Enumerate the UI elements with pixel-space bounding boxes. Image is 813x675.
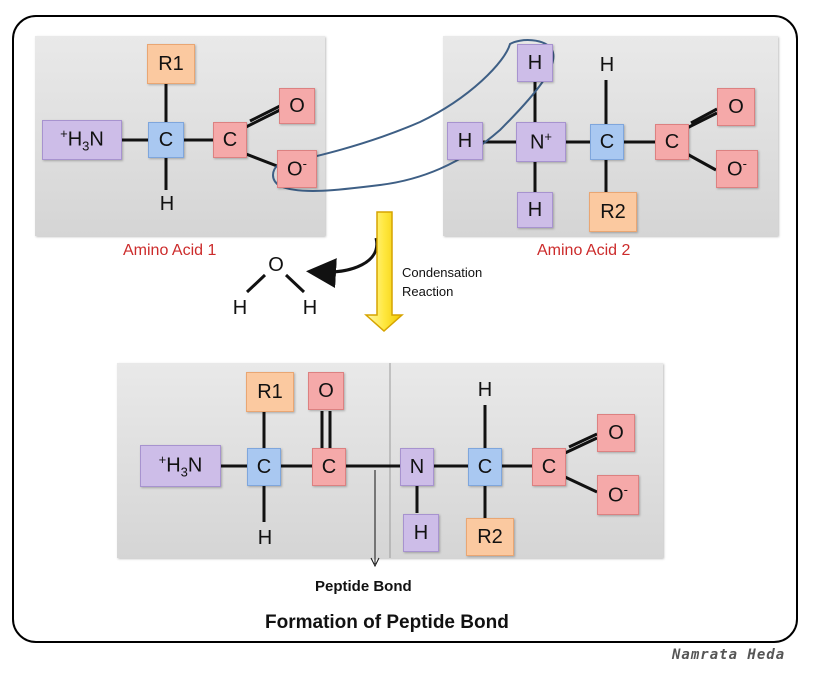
aa2-oxygen-double: O [717, 88, 755, 126]
dipeptide-hydrogen-1: H [257, 526, 273, 549]
amino-acid-1-label: Amino Acid 1 [123, 242, 217, 259]
dipeptide-oxygen-minus: O- [597, 475, 639, 515]
aa2-nitrogen: N+ [516, 122, 566, 162]
pointer-arrowhead-icon [370, 557, 380, 568]
peptide-bond-label: Peptide Bond [315, 578, 412, 595]
dipeptide-carbonyl-carbon: C [312, 448, 346, 486]
aa2-r-group: R2 [589, 192, 637, 232]
aa1-oxygen-minus: O- [277, 150, 317, 188]
dipeptide-r2-group: R2 [466, 518, 514, 556]
reaction-label-line2: Reaction [402, 284, 454, 299]
dipeptide-carbon-2: C [468, 448, 502, 486]
watermark: Namrata Heda [672, 647, 786, 663]
dipeptide-carbon-1: C [247, 448, 281, 486]
dipeptide-carboxyl-carbon: C [532, 448, 566, 486]
curved-arrow-icon [306, 237, 379, 289]
water-oxygen: O [268, 253, 284, 276]
diagram-title: Formation of Peptide Bond [265, 612, 509, 633]
dipeptide-r1-group: R1 [246, 372, 294, 412]
aa1-alpha-carbon: C [148, 122, 184, 158]
dipeptide-oxygen-double: O [597, 414, 635, 452]
water-bonds [245, 273, 306, 294]
aa2-alpha-hydrogen: H [599, 53, 615, 76]
reaction-label-line1: Condensation [402, 265, 483, 280]
dipeptide-amine-group: +H3N [140, 445, 221, 487]
aa2-hydrogen-bottom: H [517, 192, 553, 228]
dipeptide-bonds [221, 405, 598, 522]
aa2-hydrogen-left: H [447, 122, 483, 160]
dipeptide-carbonyl-oxygen: O [308, 372, 344, 410]
aa2-carboxyl-carbon: C [655, 124, 689, 160]
aa2-alpha-carbon: C [590, 124, 624, 160]
water-hydrogen-left: H [232, 296, 248, 319]
amino-acid-2-label: Amino Acid 2 [537, 242, 631, 259]
dipeptide-nitrogen: N [400, 448, 434, 486]
dipeptide-nitrogen-hydrogen: H [403, 514, 439, 552]
amino-acid-2-bonds [483, 80, 718, 192]
aa2-oxygen-minus: O- [716, 150, 758, 188]
aa1-carboxyl-carbon: C [213, 122, 247, 158]
aa1-alpha-hydrogen: H [159, 192, 175, 215]
dipeptide-hydrogen-2: H [477, 378, 493, 401]
aa1-amine-group: +H3N [42, 120, 122, 160]
reaction-arrow-icon [364, 211, 404, 333]
amino-acid-1-bonds [122, 84, 281, 190]
aa1-r-group: R1 [147, 44, 195, 84]
water-hydrogen-right: H [302, 296, 318, 319]
aa1-oxygen-double: O [279, 88, 315, 124]
aa2-hydrogen-top: H [517, 44, 553, 82]
